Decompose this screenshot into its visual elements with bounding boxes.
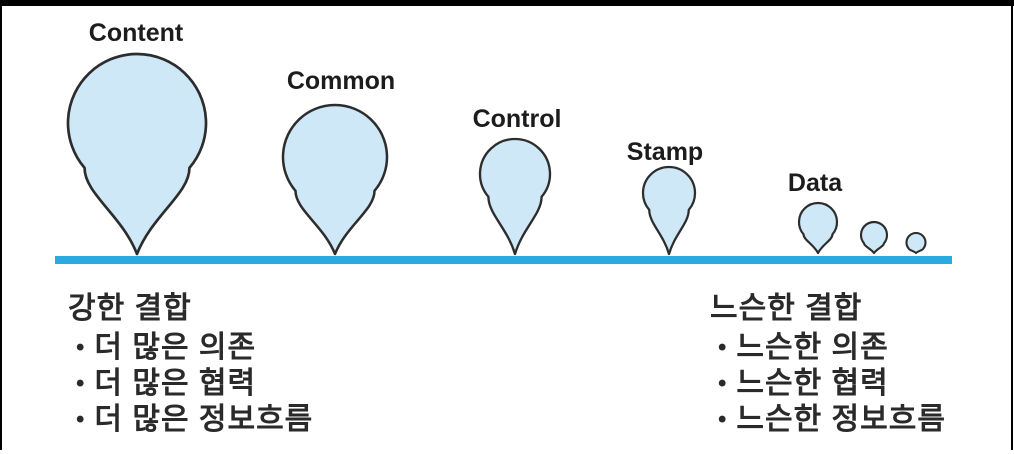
drop-common [281,103,389,256]
strong-coupling-block: 강한 결합 • 더 많은 의존 • 더 많은 협력 • 더 많은 정보흐름 [68,291,313,438]
bullet-icon: • [718,334,728,361]
list-item: • 더 많은 협력 [68,366,313,402]
list-item: • 느슨한 정보흐름 [710,402,946,438]
drop-label: Stamp [627,138,703,166]
drop-stamp [641,165,697,256]
drop-label: Common [287,67,395,95]
drop-label: Control [473,105,562,133]
bullet-icon: • [718,370,728,397]
bullet-icon: • [76,370,86,397]
bullet-icon: • [718,406,728,433]
bullet-icon: • [76,406,86,433]
drop-label: Data [788,169,843,197]
drop-unlabeled [859,220,889,255]
right-border [1011,0,1013,450]
list-item: • 더 많은 정보흐름 [68,402,313,438]
strong-coupling-heading: 강한 결합 [68,292,192,325]
loose-coupling-heading: 느슨한 결합 [710,292,863,325]
drop-unlabeled [905,232,927,255]
loose-coupling-block: 느슨한 결합 • 느슨한 의존 • 느슨한 협력 • 느슨한 정보흐름 [710,291,946,438]
bullet-icon: • [76,334,86,361]
drop-label: Content [89,19,184,47]
list-item-label: 느슨한 협력 [736,367,889,400]
list-item: • 느슨한 의존 [710,330,946,366]
list-item-label: 더 많은 의존 [94,331,257,364]
list-item: • 더 많은 의존 [68,330,313,366]
list-item-label: 더 많은 정보흐름 [94,403,314,436]
drop-control [478,137,552,256]
drop-content [66,52,208,256]
list-item-label: 더 많은 협력 [94,367,257,400]
list-item-label: 느슨한 의존 [736,331,889,364]
list-item: • 느슨한 협력 [710,366,946,402]
left-border [0,0,2,450]
list-item-label: 느슨한 정보흐름 [736,403,946,436]
baseline-rule [55,256,952,264]
drop-data [797,201,839,255]
top-border [0,0,1014,6]
